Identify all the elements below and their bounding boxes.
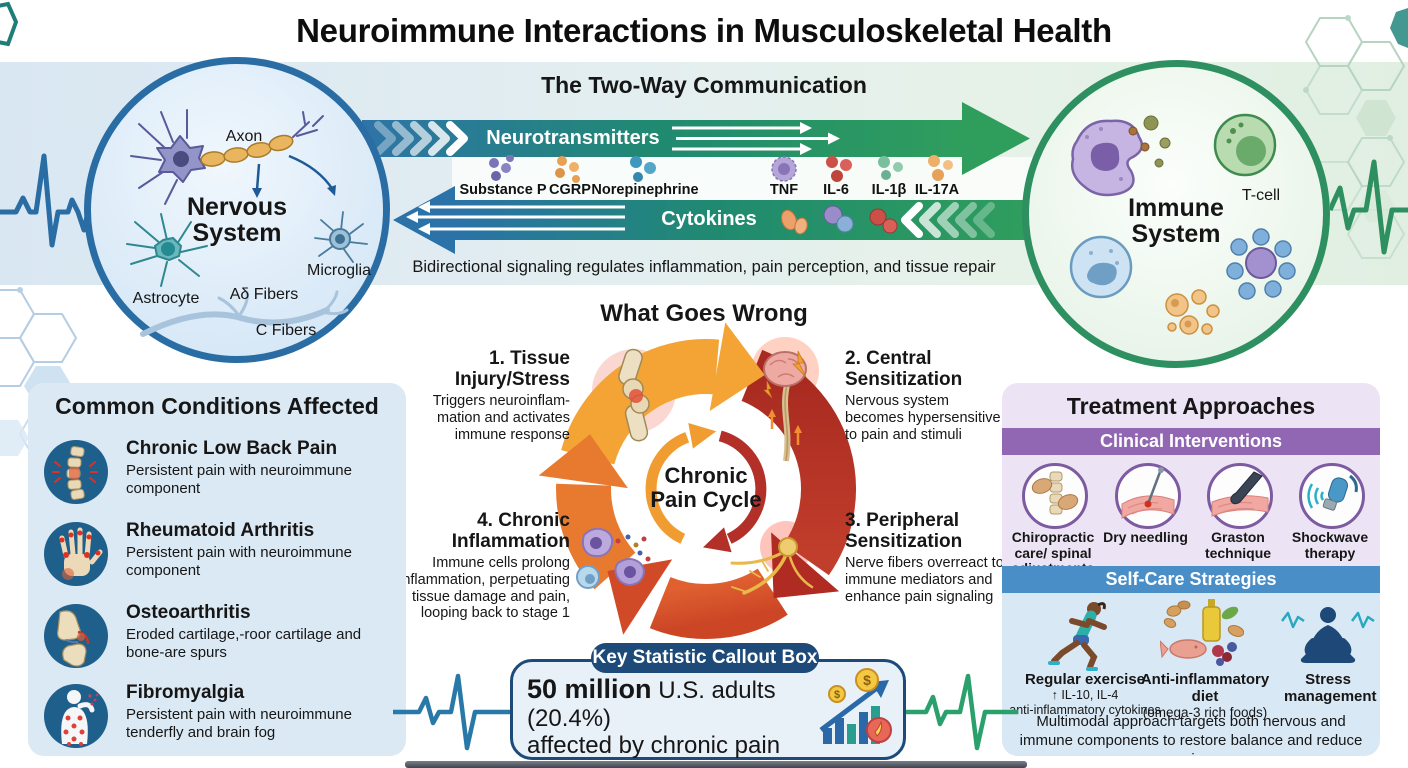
cost-chart-icon: $ $ <box>819 668 892 744</box>
nerve-fiber-illustration <box>730 537 814 595</box>
knee-joint-illustration <box>618 348 650 442</box>
dry-needling-icon <box>1115 463 1181 529</box>
microglia-label: Microglia <box>306 262 371 279</box>
mediator-label-il17a: IL-17A <box>914 182 960 198</box>
condition-item-2: Rheumatoid Arthritis Persistent pain wit… <box>126 520 352 579</box>
cytokines-label: Cytokines <box>661 208 757 230</box>
key-statistic-text: 50 million U.S. adults (20.4%) affected … <box>527 674 781 768</box>
cycle-immune-cells <box>576 527 651 589</box>
clinical-interventions-banner: Clinical Interventions <box>1002 428 1380 455</box>
c-fibers-label: C Fibers <box>255 322 317 339</box>
regular-exercise-icon <box>1048 602 1107 671</box>
treatment-footer: Multimodal approach targets both nervous… <box>1019 713 1363 756</box>
condition-item-1: Chronic Low Back Pain Persistent pain wi… <box>126 438 352 497</box>
t-cell-label: T-cell <box>1241 187 1281 204</box>
ekg-line-right <box>1330 159 1408 255</box>
il1b-molecule <box>878 156 903 180</box>
mediator-label-substance-p: Substance P <box>459 182 547 198</box>
ekg-line-bottom-right <box>896 673 1018 751</box>
treatment-heading: Treatment Approaches <box>1066 393 1316 419</box>
nervous-system-illustration <box>126 109 368 337</box>
communication-arrows <box>362 102 1035 254</box>
cytokines-arrow <box>393 186 1035 254</box>
condition-item-3: Osteoarthritis Eroded cartilage,-roor ca… <box>126 602 362 661</box>
shockwave-therapy-icon <box>1299 463 1365 529</box>
bidirectional-caption: Bidirectional signaling regulates inflam… <box>412 258 996 276</box>
self-care-banner: Self-Care Strategies <box>1002 566 1380 593</box>
diet-label: Anti-inflammatory diet (omega-3 rich foo… <box>1140 671 1270 720</box>
mediator-label-tnf: TNF <box>769 182 799 198</box>
mediator-molecules <box>489 155 953 183</box>
axon-label: Axon <box>225 128 263 145</box>
conditions-heading: Common Conditions Affected <box>55 393 379 419</box>
self-care-section <box>1002 593 1380 756</box>
cgrp-molecule <box>555 156 580 183</box>
il6-molecule <box>826 156 852 182</box>
anti-inflammatory-diet-icon <box>1160 599 1244 666</box>
stage-1-text: 1. Tissue Injury/Stress Triggers neuroin… <box>432 348 570 443</box>
stage-2-text: 2. Central Sensitization Nervous system … <box>845 348 1001 443</box>
svg-text:$: $ <box>834 689 840 701</box>
fibromyalgia-icon <box>44 684 108 748</box>
what-goes-wrong-heading: What Goes Wrong <box>600 300 808 327</box>
key-statistic-box: Key Statistic Callout Box 50 million U.S… <box>510 643 906 768</box>
conditions-panel: Common Conditions Affected Chronic Lo <box>28 383 406 756</box>
brain-illustration <box>763 350 807 462</box>
tnf-molecule <box>771 156 797 182</box>
chronic-pain-cycle <box>538 322 856 639</box>
il17a-molecule <box>928 155 953 181</box>
stress-label: Stress management <box>1284 671 1377 706</box>
low-back-pain-icon <box>44 440 108 504</box>
corner-hexagon-icon <box>0 1 19 47</box>
debris-particles <box>1128 115 1171 168</box>
substance-p-molecule <box>489 155 514 181</box>
rheumatoid-arthritis-icon <box>44 522 108 586</box>
clinical-label-2: Dry needling <box>1103 529 1188 545</box>
mediator-label-il1b: IL-1β <box>871 182 907 198</box>
two-way-heading: The Two-Way Communication <box>541 72 867 98</box>
stage-4-text: 4. Chronic Inflammation Immune cells pro… <box>399 510 570 622</box>
stage-3-text: 3. Peripheral Sensitization Nerve fibers… <box>845 510 1004 605</box>
astrocyte-label: Astrocyte <box>132 290 200 307</box>
condition-item-4: Fibromyalgia Persistent pain with neuroi… <box>126 682 352 741</box>
cytokine-cell-icons <box>781 205 898 235</box>
treatment-panel: Treatment Approaches Clinical Interventi… <box>1002 383 1380 756</box>
ekg-line-bottom-left <box>393 673 513 751</box>
neurotransmitters-label: Neurotransmitters <box>486 127 660 149</box>
key-statistic-header: Key Statistic Callout Box <box>591 643 819 673</box>
mediator-label-il6: IL-6 <box>823 182 849 198</box>
ad-fibers-label: Aδ Fibers <box>229 286 299 303</box>
mediator-label-cgrp: CGRP <box>549 182 591 198</box>
graston-technique-icon <box>1207 463 1273 529</box>
page-title: Neuroimmune Interactions in Musculoskele… <box>296 12 1112 49</box>
immune-system-illustration <box>1069 113 1296 335</box>
cell-cluster <box>1226 228 1296 300</box>
stress-management-icon <box>1281 607 1375 663</box>
clinical-label-3: Graston technique <box>1204 529 1272 561</box>
svg-text:$: $ <box>863 672 871 688</box>
orange-cell-cluster <box>1165 289 1220 335</box>
neurotransmitters-arrow <box>362 102 1030 175</box>
norepinephrine-molecule <box>630 156 656 182</box>
clinical-label-4: Shockwave therapy <box>1291 529 1369 561</box>
exercise-label: Regular exercise ↑ IL-10, IL-4 anti-infl… <box>1009 671 1161 717</box>
bottom-strip <box>405 761 1027 768</box>
ekg-line-left <box>0 153 98 248</box>
osteoarthritis-icon <box>44 604 108 668</box>
chiropractic-icon <box>1022 463 1088 529</box>
mediator-label-norepinephrine: Norepinephrine <box>591 182 699 198</box>
